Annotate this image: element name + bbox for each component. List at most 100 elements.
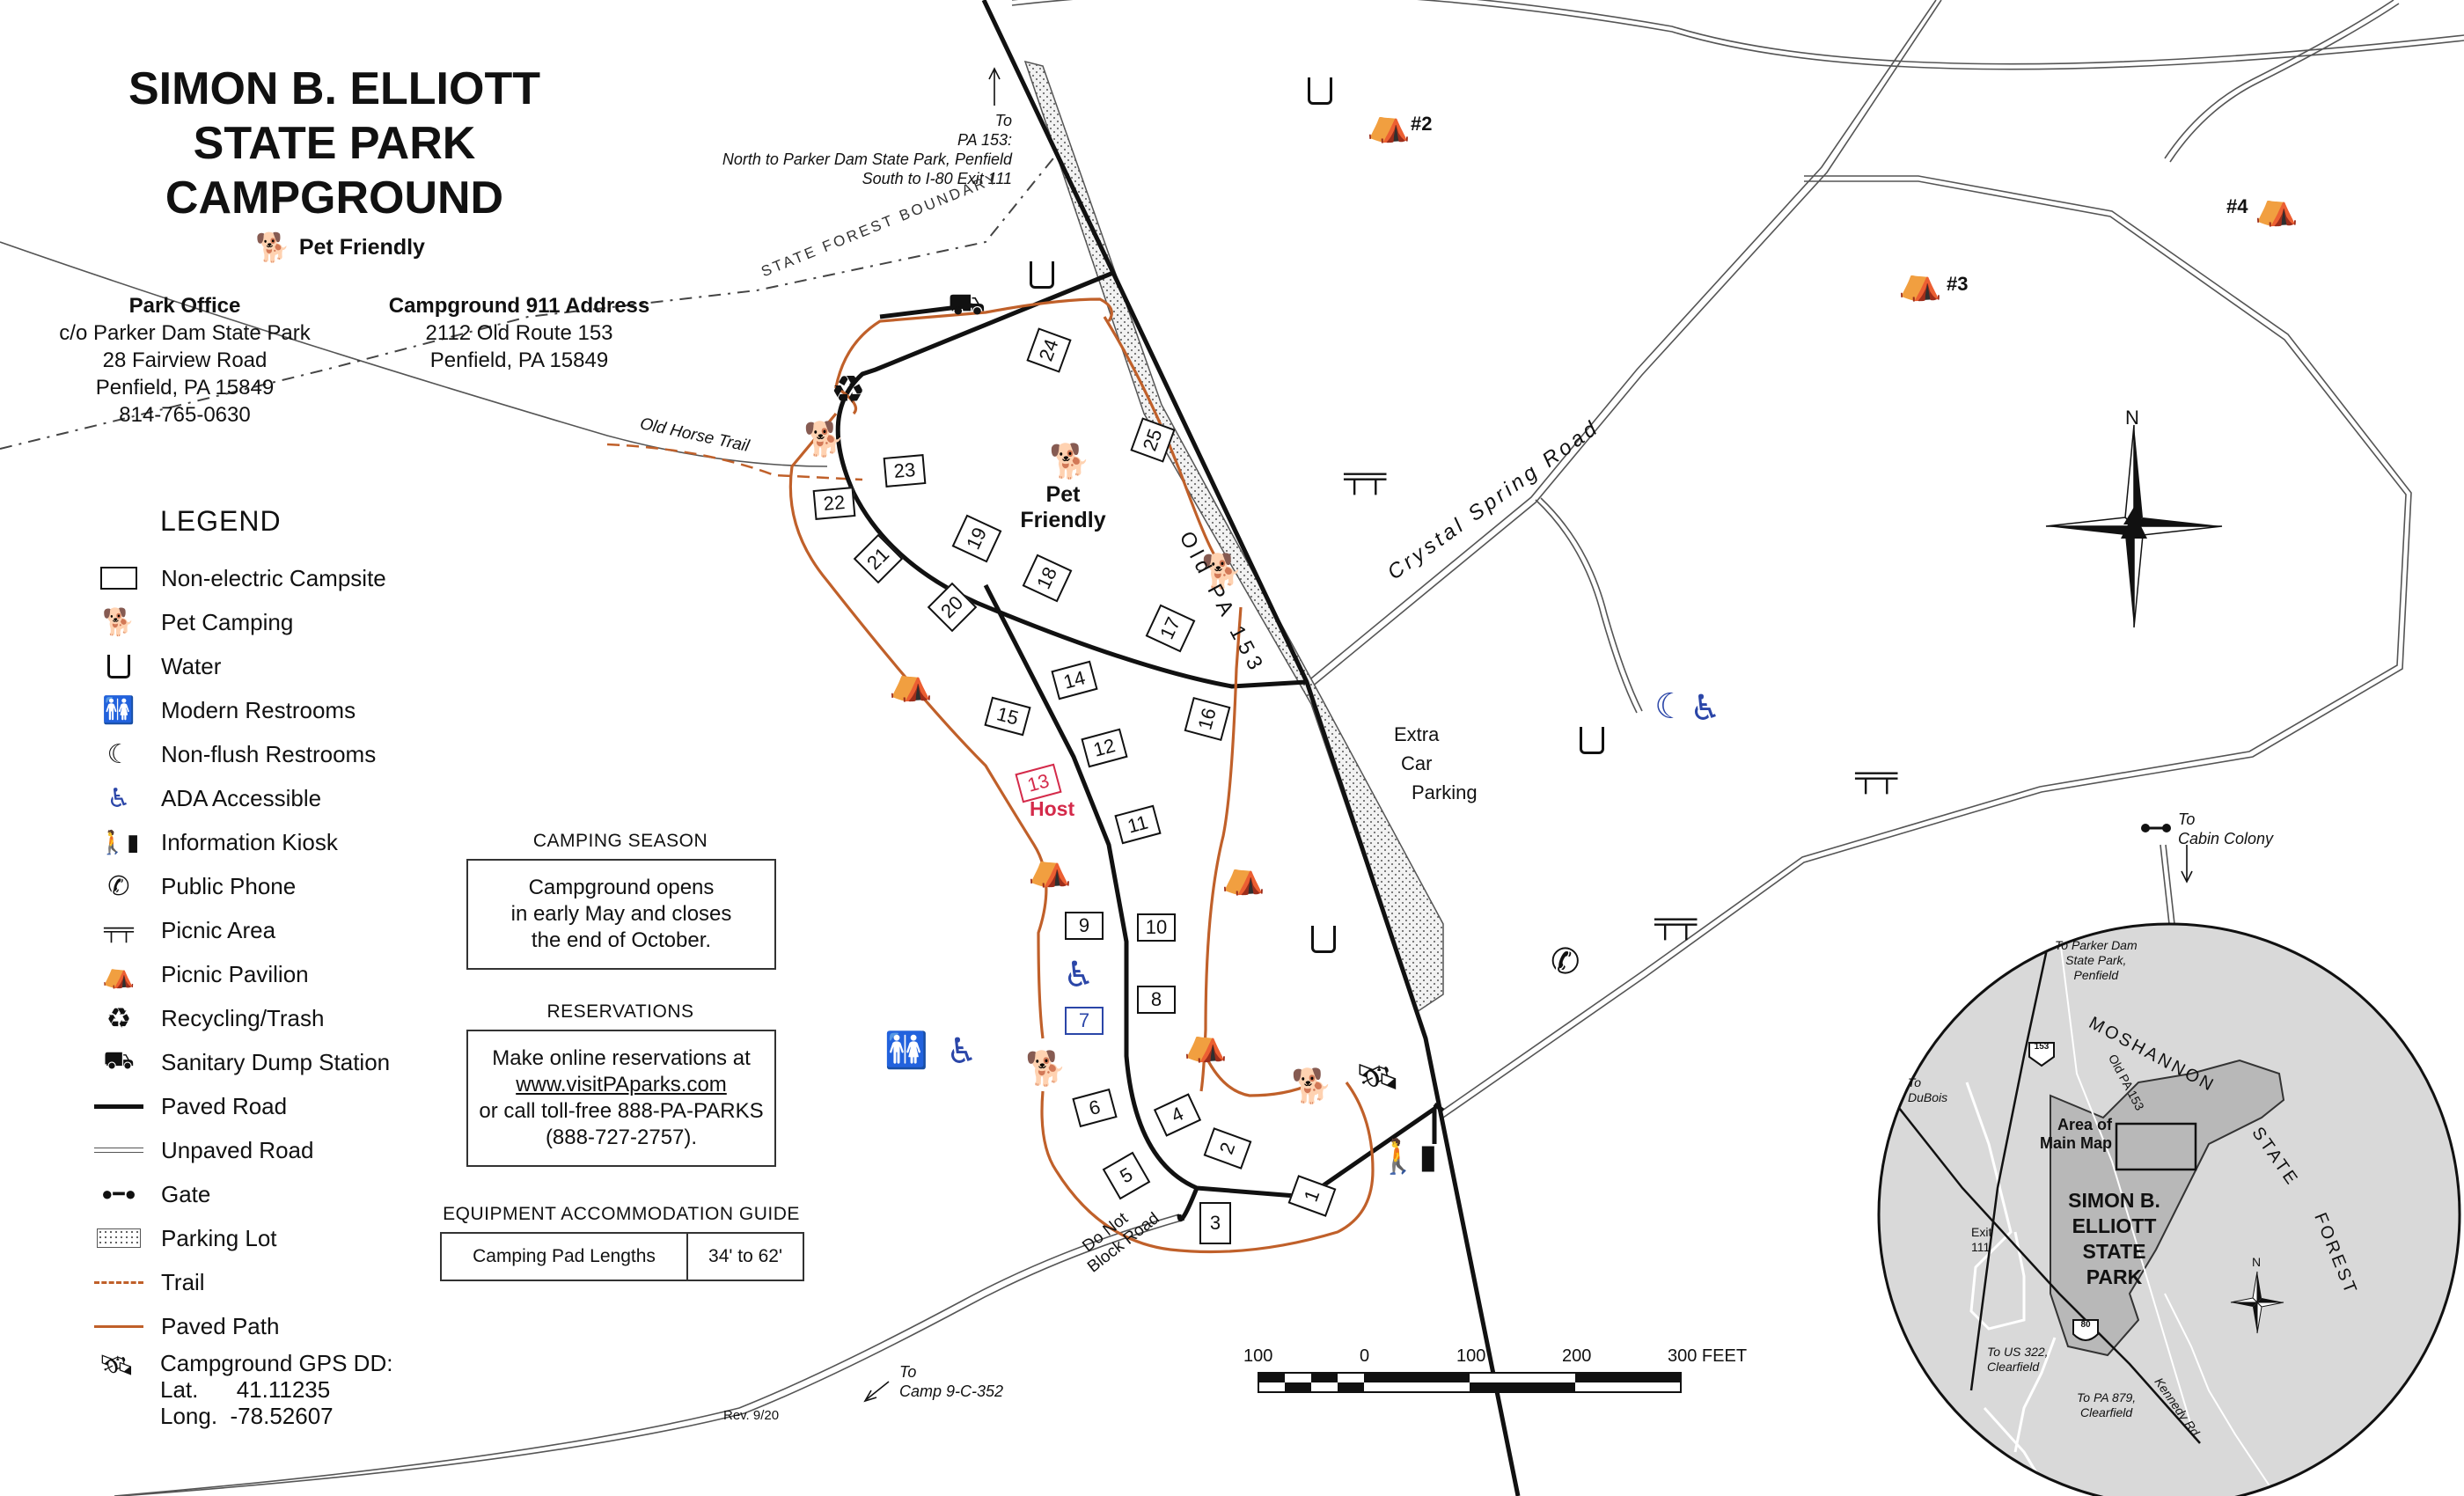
legend-label: Unpaved Road [161,1136,314,1163]
park-office-line: 28 Fairview Road [102,348,268,372]
extra-car-parking-label: Extra Car Parking [1373,720,1478,807]
legend: Non-electric Campsite 🐕Pet Camping Water… [92,556,390,1348]
campsite-3[interactable]: 3 [1199,1202,1231,1244]
picnic-pavilion-icon: ⛺ [1221,857,1265,896]
scale-label: 100 [1243,1346,1273,1366]
legend-item: 🐕Pet Camping [92,600,293,644]
picnic-table-icon: ╤╤ [103,918,134,942]
dog-icon: 🐕 [1049,444,1091,480]
dump-station-icon: ⛟ [948,288,986,321]
campsite-8[interactable]: 8 [1137,986,1176,1014]
inset-label-line: 111 [1971,1240,1991,1254]
campsite-22[interactable]: 22 [812,487,856,520]
extra-car-parking-line: Car [1401,752,1433,774]
legend-item: Paved Path [92,1304,279,1348]
direction-arrows [863,67,2193,1403]
campsite-10[interactable]: 10 [1137,913,1176,942]
dump-station-icon: ⛟ [103,1046,135,1074]
campsite-23[interactable]: 23 [883,454,927,488]
scale-bar [1258,1372,1682,1393]
legend-item: Non-electric Campsite [92,556,386,600]
nonflush-restroom-icon: ☾ [106,739,131,769]
inset-label-line: State Park, [2065,953,2127,967]
extra-car-parking-line: Extra [1394,723,1440,745]
inset-area-label: Area of Main Map [2024,1116,2112,1153]
inset-label-line: To Parker Dam [2055,938,2138,952]
inset-area-line: Area of [2057,1116,2112,1133]
wheelchair-icon: ♿ [1690,689,1721,728]
wheelchair-icon: ♿ [946,1032,978,1071]
inset-park-line: ELLIOTT [2072,1214,2157,1237]
state-forest-boundary-line [0,149,1061,450]
equipment-value: 34' to 62' [708,1246,782,1266]
inset-label-line: To PA 879, [2077,1390,2137,1404]
legend-label: Water [161,652,222,679]
picnic-table-icon: ╤╤ [1344,459,1387,493]
legend-item: ♿ADA Accessible [92,776,322,820]
legend-item: ⛟ Sanitary Dump Station [92,1040,390,1084]
legend-label: Sanitary Dump Station [161,1048,391,1075]
picnic-pavilion-icon: ⛺ [2255,188,2299,227]
park-office-line: Penfield, PA 15849 [95,376,275,400]
inset-north-label: N [2252,1255,2262,1269]
inset-to-pa879: To PA 879, Clearfield [2077,1390,2136,1420]
legend-label: Picnic Pavilion [161,960,309,987]
legend-item: ╤╤Picnic Area [92,908,275,952]
picnic-pavilion-icon: ⛺ [1367,105,1411,143]
inset-exit: Exit 111 [1971,1225,1991,1255]
inset-label-line: To US 322, [1987,1345,2049,1359]
park-office-block: Park Office c/o Parker Dam State Park 28… [53,292,317,429]
gate-symbols [2141,824,2171,832]
gps-long: Long. -78.52607 [160,1403,334,1429]
picnic-pavilion-icon: ⛺ [889,664,933,702]
legend-label: Public Phone [161,872,297,899]
legend-label: Paved Path [161,1312,280,1339]
campsite-7-ada[interactable]: 7 [1065,1007,1104,1035]
reservations-link[interactable]: www.visitPAparks.com [516,1073,727,1096]
extra-car-parking-line: Parking [1412,781,1478,803]
title-line: STATE PARK [193,118,476,169]
dog-icon: 🐕 [102,607,136,637]
campsite-box-icon [92,561,145,596]
to-camp-line: To [899,1363,917,1381]
gps-satellite-icon: 🛰 [1355,1058,1400,1096]
water-icon [1311,926,1336,953]
address-line: Penfield, PA 15849 [429,348,609,372]
picnic-table-icon: ╤╤ [1855,759,1898,792]
legend-item: Paved Road [92,1084,287,1128]
legend-item: Trail [92,1260,205,1304]
gps-satellite-icon: 🛰 [99,1349,135,1381]
legend-item: 🚶▮Information Kiosk [92,820,338,864]
gps-lat: Lat. 41.11235 [160,1376,331,1403]
legend-label: Parking Lot [161,1224,277,1251]
legend-label: Information Kiosk [161,828,338,855]
legend-item: ✆Public Phone [92,864,296,908]
inset-to-dubois: To DuBois [1908,1075,1947,1105]
legend-item: ●━●Gate [92,1172,210,1216]
legend-label: Non-flush Restrooms [161,740,377,767]
inset-park-line: STATE [2082,1240,2146,1263]
to-cabin-colony-line: To [2178,810,2196,828]
camping-season-title: CAMPING SEASON [532,831,708,851]
legend-label: Paved Road [161,1092,288,1119]
dog-icon: 🐕 [255,231,290,263]
legend-label: Gate [161,1180,211,1207]
inset-label-line: Exit [1971,1225,1992,1239]
reservations-line: (888-727-2757). [545,1126,698,1149]
inset-label-line: DuBois [1908,1090,1948,1104]
kiosk-icon: 🚶▮ [1377,1139,1438,1176]
legend-item: Parking Lot [92,1216,277,1260]
address-heading: Campground 911 Address [388,294,650,318]
to-pa153-line: North to Parker Dam State Park, Penfield [722,150,1012,168]
unpaved-road-line [92,1133,145,1168]
scale-label: 200 [1562,1346,1592,1366]
pet-friendly-text: Pet Friendly [298,234,425,260]
pavilion-2-label: #2 [1411,113,1433,135]
inset-to-us322: To US 322, Clearfield [1987,1345,2049,1375]
inset-park-name: SIMON B. ELLIOTT STATE PARK [2050,1188,2178,1290]
campsite-9[interactable]: 9 [1065,912,1104,940]
equipment-table: Camping Pad Lengths 34' to 62' [440,1232,804,1281]
pavilion-4-label: #4 [2226,195,2248,217]
